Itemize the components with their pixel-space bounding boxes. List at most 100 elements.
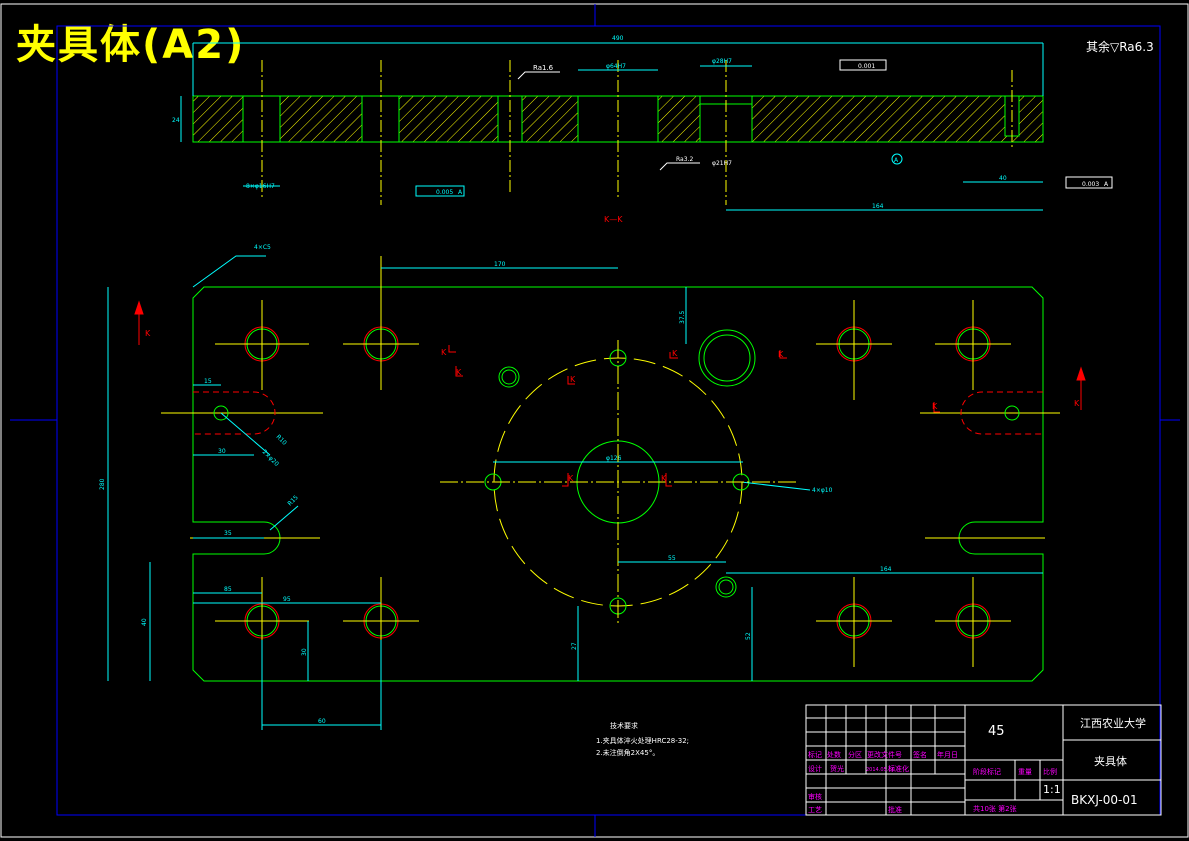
- tb-lbl-mark: 标记: [808, 750, 822, 759]
- tol-right-value: 0.003: [1082, 181, 1099, 188]
- cut-7: [665, 473, 672, 487]
- dim-40: 40: [999, 175, 1007, 182]
- cut-label-7: K: [568, 474, 574, 483]
- locate-hole-right: [715, 576, 737, 598]
- tb-scale: 1:1: [1043, 783, 1061, 796]
- tb-labels: 标记 处数 分区 更改文件号 签名 年月日 设计 贺光 2014.05.10 标…: [808, 750, 1057, 814]
- slot-left-hole: [213, 405, 229, 421]
- dim-thickness: 24: [172, 117, 180, 124]
- tb-lbl-count: 处数: [827, 750, 841, 759]
- cut-label-5: K: [672, 349, 678, 358]
- leader-chamfer: [192, 255, 266, 288]
- cut-label-9: K: [932, 402, 938, 411]
- slot-left: [193, 391, 276, 435]
- dim-126: φ126: [606, 455, 622, 462]
- cut-label-4: K: [570, 375, 576, 384]
- tech-heading: 技术要求: [610, 721, 638, 730]
- slot-right: [960, 391, 1043, 435]
- tol-left-datum: A: [458, 189, 463, 196]
- cut-4: [669, 352, 678, 359]
- dim-95: 95: [283, 596, 291, 603]
- tb-lbl-zone: 分区: [848, 750, 862, 759]
- locate-hole-left: [498, 366, 520, 388]
- dim-52: 52: [745, 632, 752, 640]
- ra-mid-symbol: [659, 162, 700, 171]
- section-hole-3: [497, 95, 523, 143]
- section-view: 490 24 8×φ16H7 φ64H7 φ28H7 Ra1.6 Ra3.2 φ…: [172, 35, 1113, 211]
- dim-60: 60: [318, 718, 326, 725]
- dim-85: 85: [224, 586, 232, 593]
- tol-top-value: 0.001: [858, 63, 875, 70]
- locate-hole-left-inner: [501, 369, 517, 385]
- dim-bore-small: φ21H7: [712, 160, 732, 167]
- dim-30b: 30: [301, 648, 308, 656]
- dim-37-5: 37.5: [679, 310, 686, 324]
- tb-designer: 贺光: [830, 764, 844, 773]
- dim-15: 15: [204, 378, 212, 385]
- dim-center-bore: φ64H7: [606, 63, 626, 70]
- dim-chamfer: 4×C5: [254, 244, 271, 251]
- tb-lbl-stage: 阶段标记: [973, 767, 1001, 776]
- cut-arrowhead-left: [134, 300, 144, 315]
- section-cut-labels: K K K K K K K K K K: [145, 329, 1080, 483]
- cut-label-8: K: [661, 474, 667, 483]
- ra-top-symbol: [517, 71, 560, 80]
- tb-part-name: 夹具体: [1094, 754, 1127, 768]
- dim-280: 280: [99, 478, 106, 490]
- plate-outline: [192, 286, 1044, 682]
- cut-6: [562, 473, 569, 487]
- dim-r15: R15: [286, 494, 299, 507]
- dim-2x20: 2×φ20: [261, 448, 281, 468]
- dim-170: 170: [494, 261, 506, 268]
- datum-label: A: [894, 157, 899, 164]
- tb-lbl-approve: 批准: [888, 805, 902, 814]
- tb-lbl-weight: 重量: [1018, 768, 1032, 776]
- plan-dim-lines: [107, 255, 1043, 730]
- dim-55: 55: [668, 555, 676, 562]
- leader-r20: [220, 412, 271, 456]
- cut-1: [448, 345, 456, 353]
- tb-drawing-no: BKXJ-00-01: [1071, 793, 1138, 807]
- big-bore-inner: [703, 334, 751, 382]
- tb-lbl-design: 设计: [808, 764, 822, 773]
- tb-sheets: 共10张 第2张: [973, 804, 1017, 813]
- cut-2: [455, 366, 463, 377]
- cut-label-2: K: [441, 348, 447, 357]
- cut-8: [933, 402, 940, 413]
- dim-r10: R10: [275, 433, 288, 446]
- tb-lbl-process: 工艺: [808, 806, 822, 814]
- ra-mid-label: Ra3.2: [676, 156, 693, 163]
- cut-5: [779, 350, 787, 359]
- leader-holes-4: [740, 481, 811, 491]
- tol-frame-right: [1065, 176, 1113, 189]
- tb-school: 江西农业大学: [1080, 716, 1146, 730]
- dim-35: 35: [224, 530, 232, 537]
- slot-right-hole: [1004, 405, 1020, 421]
- tol-frame-left: [415, 185, 465, 197]
- dim-40b: 40: [141, 618, 148, 626]
- tb-material: 45: [988, 724, 1005, 739]
- cut-3: [567, 376, 575, 385]
- dim-164: 164: [872, 203, 884, 210]
- tb-date: 2014.05.10: [866, 767, 895, 773]
- section-cut-marks: [134, 300, 1086, 487]
- tb-lbl-date: 年月日: [937, 750, 958, 759]
- surface-roughness-note: 其余▽Ra6.3: [1086, 39, 1154, 54]
- tol-frame-top: [839, 59, 887, 71]
- cut-label-3: K: [456, 368, 462, 377]
- tol-right-datum: A: [1104, 181, 1109, 188]
- datum-symbol: [891, 153, 903, 165]
- dim-164b: 164: [880, 566, 892, 573]
- tech-requirements: 技术要求 1.夹具体淬火处理HRC28-32; 2.未注倒角2X45°。: [596, 721, 689, 757]
- dim-holes-4: 4×φ10: [812, 487, 833, 494]
- dim-30: 30: [218, 448, 226, 455]
- plan-view: φ126 4×φ10: [99, 244, 1086, 730]
- tb-lbl-sign: 签名: [913, 750, 927, 759]
- cut-arrowhead-right: [1076, 366, 1086, 381]
- tech-line-1: 1.夹具体淬火处理HRC28-32;: [596, 736, 689, 745]
- tb-lbl-standard: 标准化: [888, 764, 909, 773]
- cut-label-6: K: [778, 350, 784, 359]
- title-block: [805, 704, 1162, 816]
- cut-label-1: K: [1074, 399, 1080, 408]
- tech-line-2: 2.未注倒角2X45°。: [596, 748, 659, 757]
